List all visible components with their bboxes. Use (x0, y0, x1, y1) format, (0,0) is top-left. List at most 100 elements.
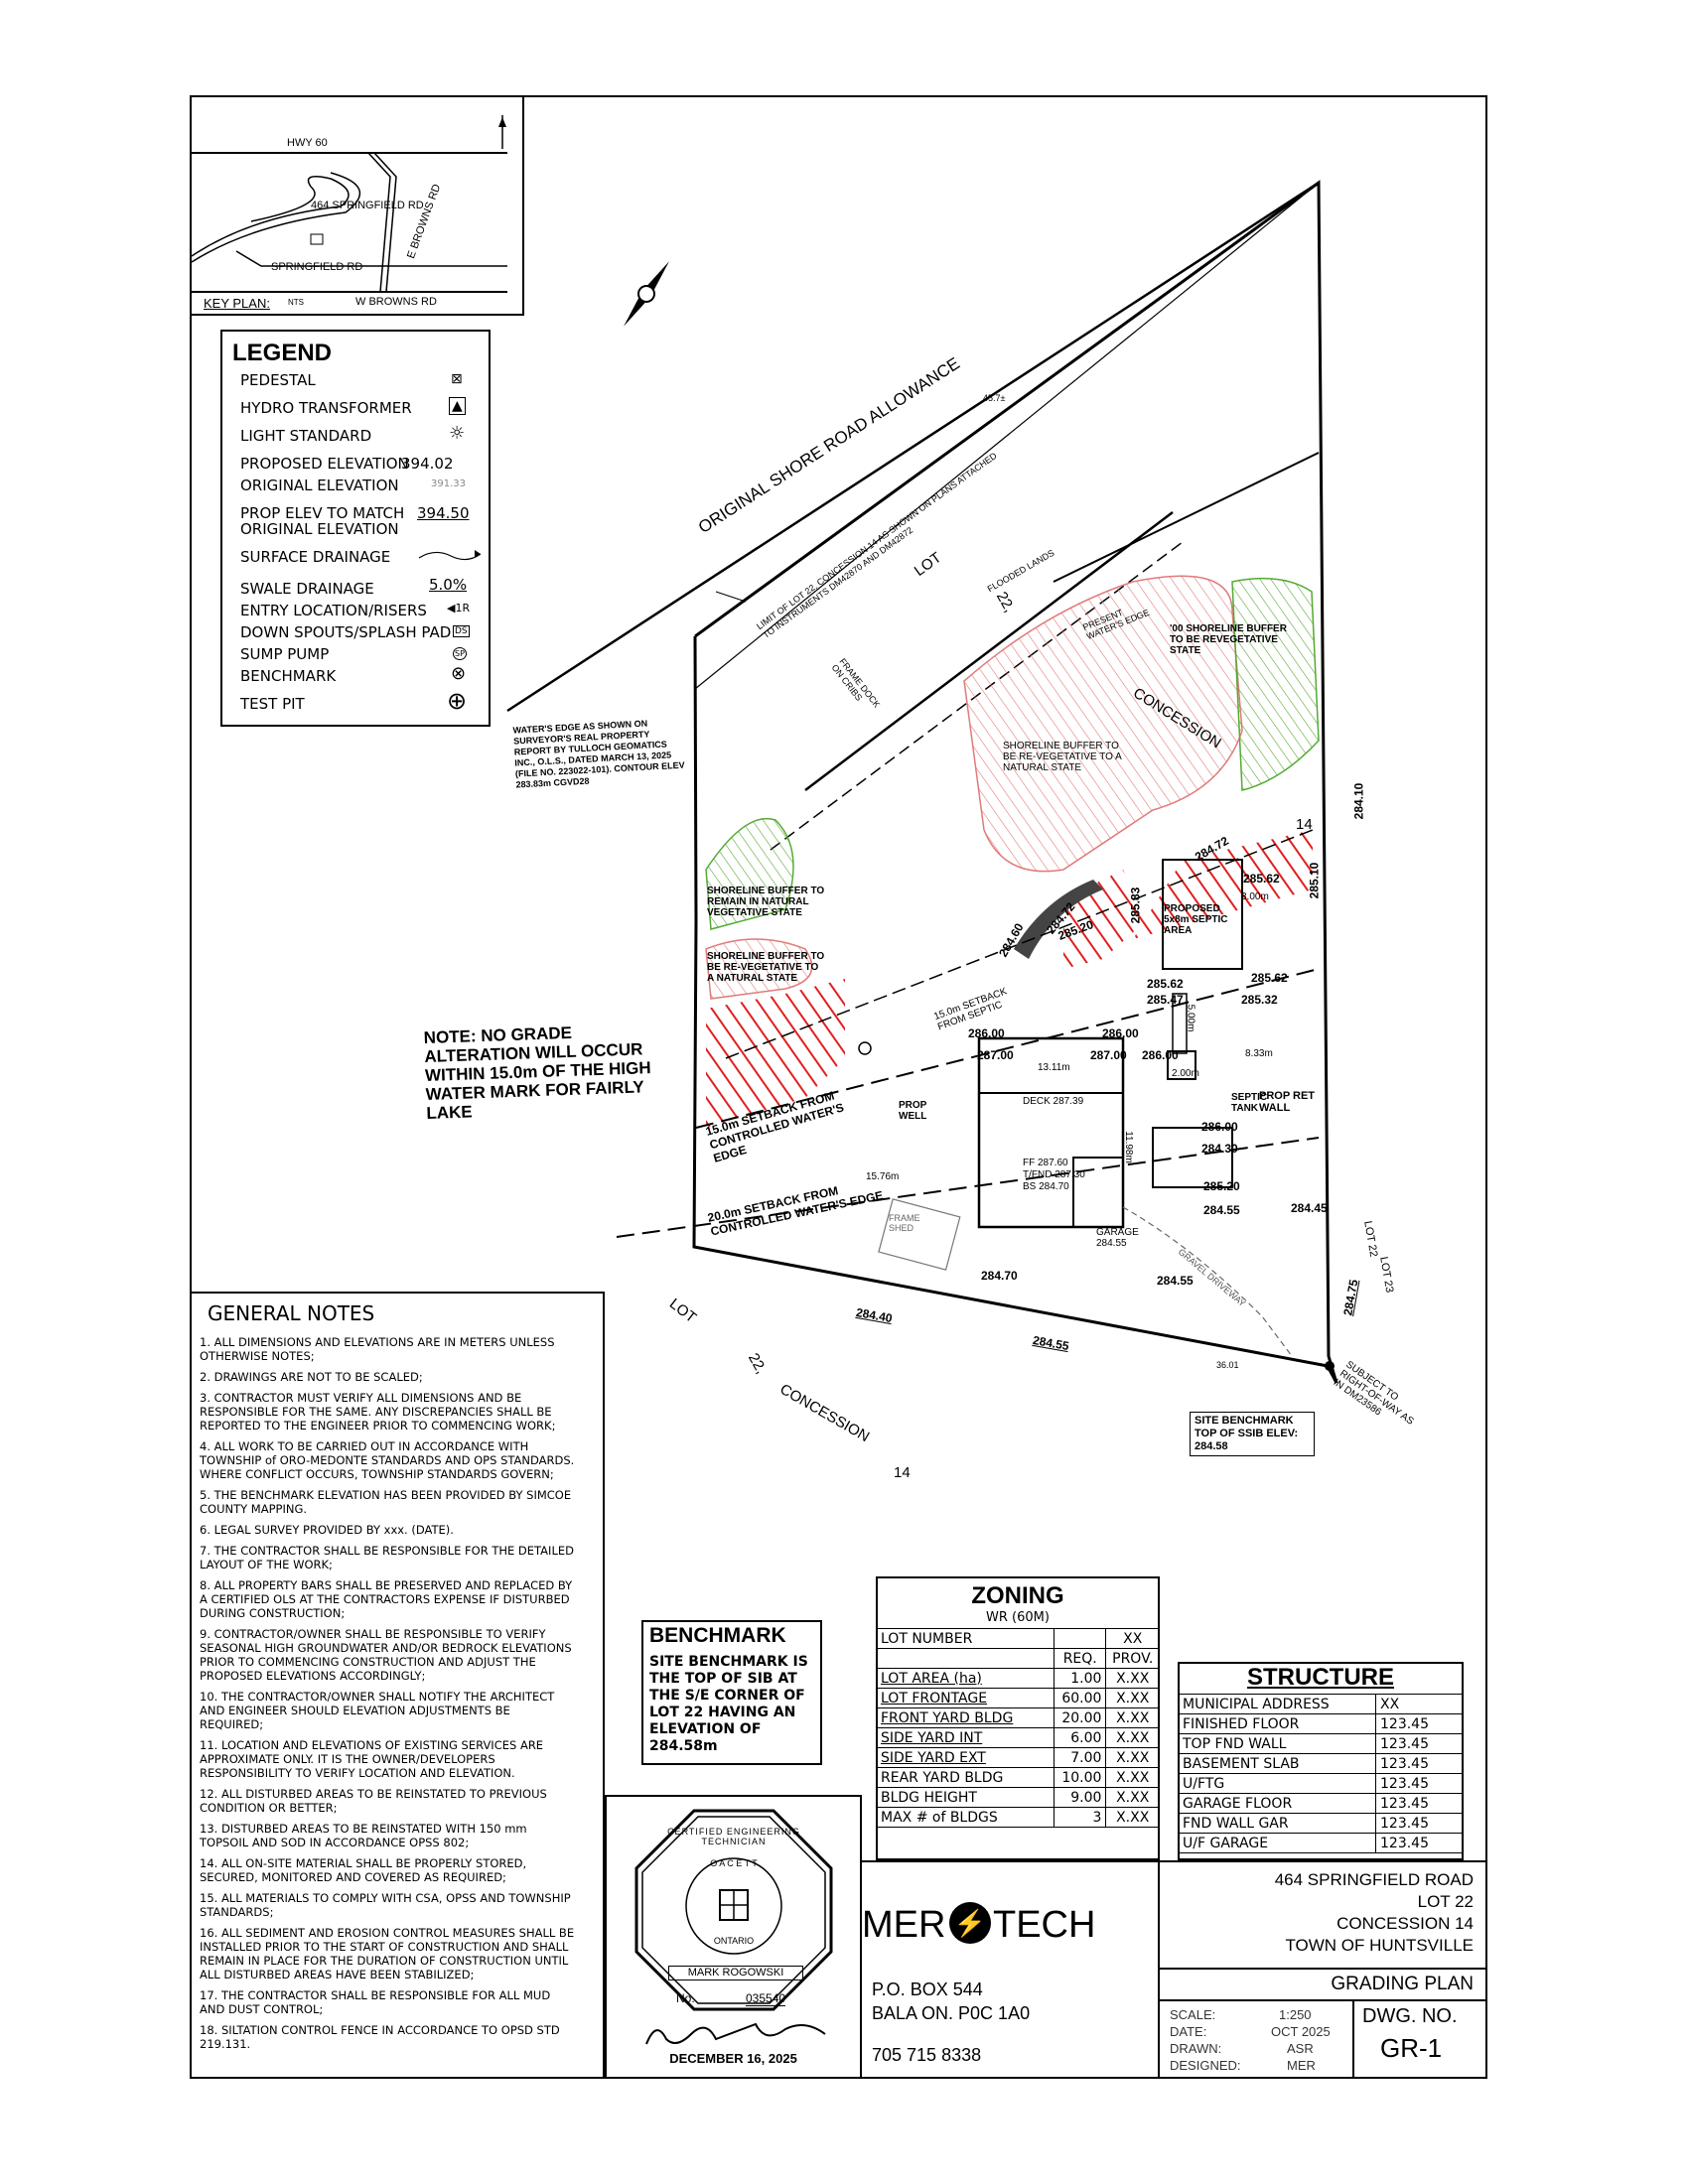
structure-row-value: 123.45 (1375, 1813, 1464, 1834)
seal-number: 035540 (746, 1991, 786, 2006)
legend: LEGEND PEDESTAL ⊠ HYDRO TRANSFORMER ▲ LI… (220, 330, 491, 727)
note-12: 12. ALL DISTURBED AREAS TO BE REINSTATED… (200, 1787, 547, 1815)
buffer-top-right-label: '00 SHORELINE BUFFER TO BE REVEGETATIVE … (1170, 623, 1287, 656)
elev-1: 285.62 (1243, 872, 1280, 886)
zoning-row-req: 3 (1053, 1807, 1107, 1828)
project-lot: LOT 22 (1417, 1892, 1474, 1911)
engineer-seal (634, 1809, 833, 2011)
zoning-row-label: FRONT YARD BLDG (876, 1707, 1055, 1728)
entry-riser-icon: ◀1R (447, 602, 471, 614)
note-10: 10. THE CONTRACTOR/OWNER SHALL NOTIFY TH… (200, 1690, 555, 1731)
general-notes: GENERAL NOTES 1. ALL DIMENSIONS AND ELEV… (190, 1292, 605, 2079)
dwg-no-value: GR-1 (1380, 2033, 1443, 2063)
house-tfnd-label: T/FND 287.30 (1023, 1169, 1085, 1180)
elev-16: 286.00 (1142, 1048, 1179, 1062)
elev-23: 284.70 (981, 1269, 1018, 1283)
concession-14-label: 14 (1296, 816, 1313, 833)
note-15: 15. ALL MATERIALS TO COMPLY WITH CSA, OP… (200, 1891, 571, 1919)
site-benchmark-label: SITE BENCHMARK TOP OF SSIB ELEV: 284.58 (1190, 1412, 1315, 1456)
benchmark-icon: ⊗ (451, 663, 467, 684)
pedestal-icon: ⊠ (451, 371, 463, 387)
note-14: 14. ALL ON-SITE MATERIAL SHALL BE PROPER… (200, 1856, 527, 1884)
dim-8-33: 8.33m (1245, 1048, 1273, 1059)
zoning-row-prov: X.XX (1105, 1807, 1160, 1828)
zoning-row-req: 7.00 (1053, 1747, 1107, 1768)
zoning-row-req: 1.00 (1053, 1668, 1107, 1689)
note-11: 11. LOCATION AND ELEVATIONS OF EXISTING … (200, 1738, 544, 1780)
benchmark-title: BENCHMARK (649, 1624, 786, 1647)
elev-15: 287.00 (977, 1048, 1014, 1062)
company-address-2: BALA ON. P0C 1A0 (872, 2003, 1031, 2023)
structure-row-label: FINISHED FLOOR (1178, 1713, 1376, 1734)
structure-row-value: 123.45 (1375, 1713, 1464, 1734)
house-ff-label: FF 287.60 (1023, 1158, 1068, 1168)
legend-pedestal: PEDESTAL (240, 371, 316, 389)
company-address-1: P.O. BOX 544 (872, 1979, 983, 1999)
project-town: TOWN OF HUNTSVILLE (1285, 1936, 1474, 1955)
structure-row-label: GARAGE FLOOR (1178, 1793, 1376, 1814)
elev-13: 286.00 (968, 1026, 1005, 1040)
buffer-revegetate-label: SHORELINE BUFFER TO BE RE-VEGETATIVE TO … (1003, 741, 1122, 773)
drawn-label: DRAWN: (1170, 2041, 1222, 2056)
zoning-lot-number-value: XX (1105, 1628, 1160, 1649)
project-address: 464 SPRINGFIELD ROAD (1274, 1870, 1474, 1889)
structure-row-value: 123.45 (1375, 1733, 1464, 1754)
legend-swale-value: 5.0% (429, 576, 468, 594)
septic-tank-label: SEPTIC TANK (1231, 1092, 1268, 1114)
structure-row-value: XX (1375, 1694, 1464, 1714)
dim-2m: 2.00m (1172, 1068, 1199, 1079)
legend-sump: SUMP PUMP (240, 645, 330, 663)
zoning-row-label: LOT FRONTAGE (876, 1688, 1055, 1708)
note-16: 16. ALL SEDIMENT AND EROSION CONTROL MEA… (200, 1926, 575, 1981)
structure-row-value: 123.45 (1375, 1773, 1464, 1794)
drawn-value: ASR (1287, 2041, 1314, 2056)
septic-area-label: PROPOSED 5x8m SEPTIC AREA (1164, 903, 1228, 936)
company-logo-icon: ⚡ (949, 1902, 991, 1944)
note-7: 7. THE CONTRACTOR SHALL BE RESPONSIBLE F… (200, 1544, 574, 1571)
key-plan-map (192, 115, 507, 293)
elev-9: 285.62 (1147, 977, 1184, 991)
elev-14: 286.00 (1102, 1026, 1139, 1040)
key-plan-title: KEY PLAN: (204, 296, 270, 311)
dim-36-01: 36.01 (1216, 1360, 1239, 1370)
legend-original-elev: ORIGINAL ELEVATION (240, 477, 399, 494)
title-divider (1160, 1968, 1485, 1970)
structure-row-label: FND WALL GAR (1178, 1813, 1376, 1834)
zoning-row-label: BLDG HEIGHT (876, 1787, 1055, 1808)
note-4: 4. ALL WORK TO BE CARRIED OUT IN ACCORDA… (200, 1439, 575, 1481)
note-2: 2. DRAWINGS ARE NOT TO BE SCALED; (200, 1370, 423, 1384)
legend-original-elev-value: 391.33 (431, 478, 466, 489)
note-5: 5. THE BENCHMARK ELEVATION HAS BEEN PROV… (200, 1488, 572, 1516)
legend-proposed-elev: PROPOSED ELEVATION (240, 455, 409, 473)
company-name-left: MER (862, 1904, 946, 1946)
zoning-row-prov: X.XX (1105, 1727, 1160, 1748)
dim-house-width: 13.11m (1038, 1062, 1070, 1073)
benchmark-box: BENCHMARK SITE BENCHMARK IS THE TOP OF S… (641, 1620, 822, 1765)
general-notes-title: GENERAL NOTES (208, 1301, 375, 1325)
grade-note: NOTE: NO GRADE ALTERATION WILL OCCUR WIT… (423, 1023, 651, 1123)
frame-shed-label: FRAME SHED (889, 1213, 920, 1233)
zoning-lot-number-label: LOT NUMBER (876, 1628, 1055, 1649)
general-notes-list: 1. ALL DIMENSIONS AND ELEVATIONS ARE IN … (200, 1335, 575, 2058)
zoning-row-prov: X.XX (1105, 1707, 1160, 1728)
key-road-w-browns: W BROWNS RD (355, 296, 437, 308)
key-road-springfield: SPRINGFIELD RD (271, 261, 363, 273)
light-standard-icon: ☼ (449, 423, 466, 444)
buffer-remain-label: SHORELINE BUFFER TO REMAIN IN NATURAL VE… (707, 886, 825, 918)
benchmark-text: SITE BENCHMARK IS THE TOP OF SIB AT THE … (649, 1654, 808, 1754)
structure-row-label: BASEMENT SLAB (1178, 1753, 1376, 1774)
drawing-title: GRADING PLAN (1331, 1974, 1474, 1994)
legend-proposed-elev-value: 394.02 (401, 455, 454, 473)
elev-24: 284.55 (1157, 1274, 1194, 1288)
project-concession: CONCESSION 14 (1336, 1914, 1474, 1933)
company-block: MER ⚡ TECH P.O. BOX 544 BALA ON. P0C 1A0… (860, 1860, 1160, 2079)
zoning-row-prov: X.XX (1105, 1767, 1160, 1788)
structure-row-label: U/FTG (1178, 1773, 1376, 1794)
site-plan (506, 180, 1338, 1384)
sump-pump-icon: SP (453, 647, 467, 660)
legend-hydro: HYDRO TRANSFORMER (240, 399, 412, 417)
legend-title: LEGEND (232, 340, 333, 366)
date-value: OCT 2025 (1271, 2024, 1331, 2039)
house-bs-label: BS 284.70 (1023, 1181, 1069, 1192)
